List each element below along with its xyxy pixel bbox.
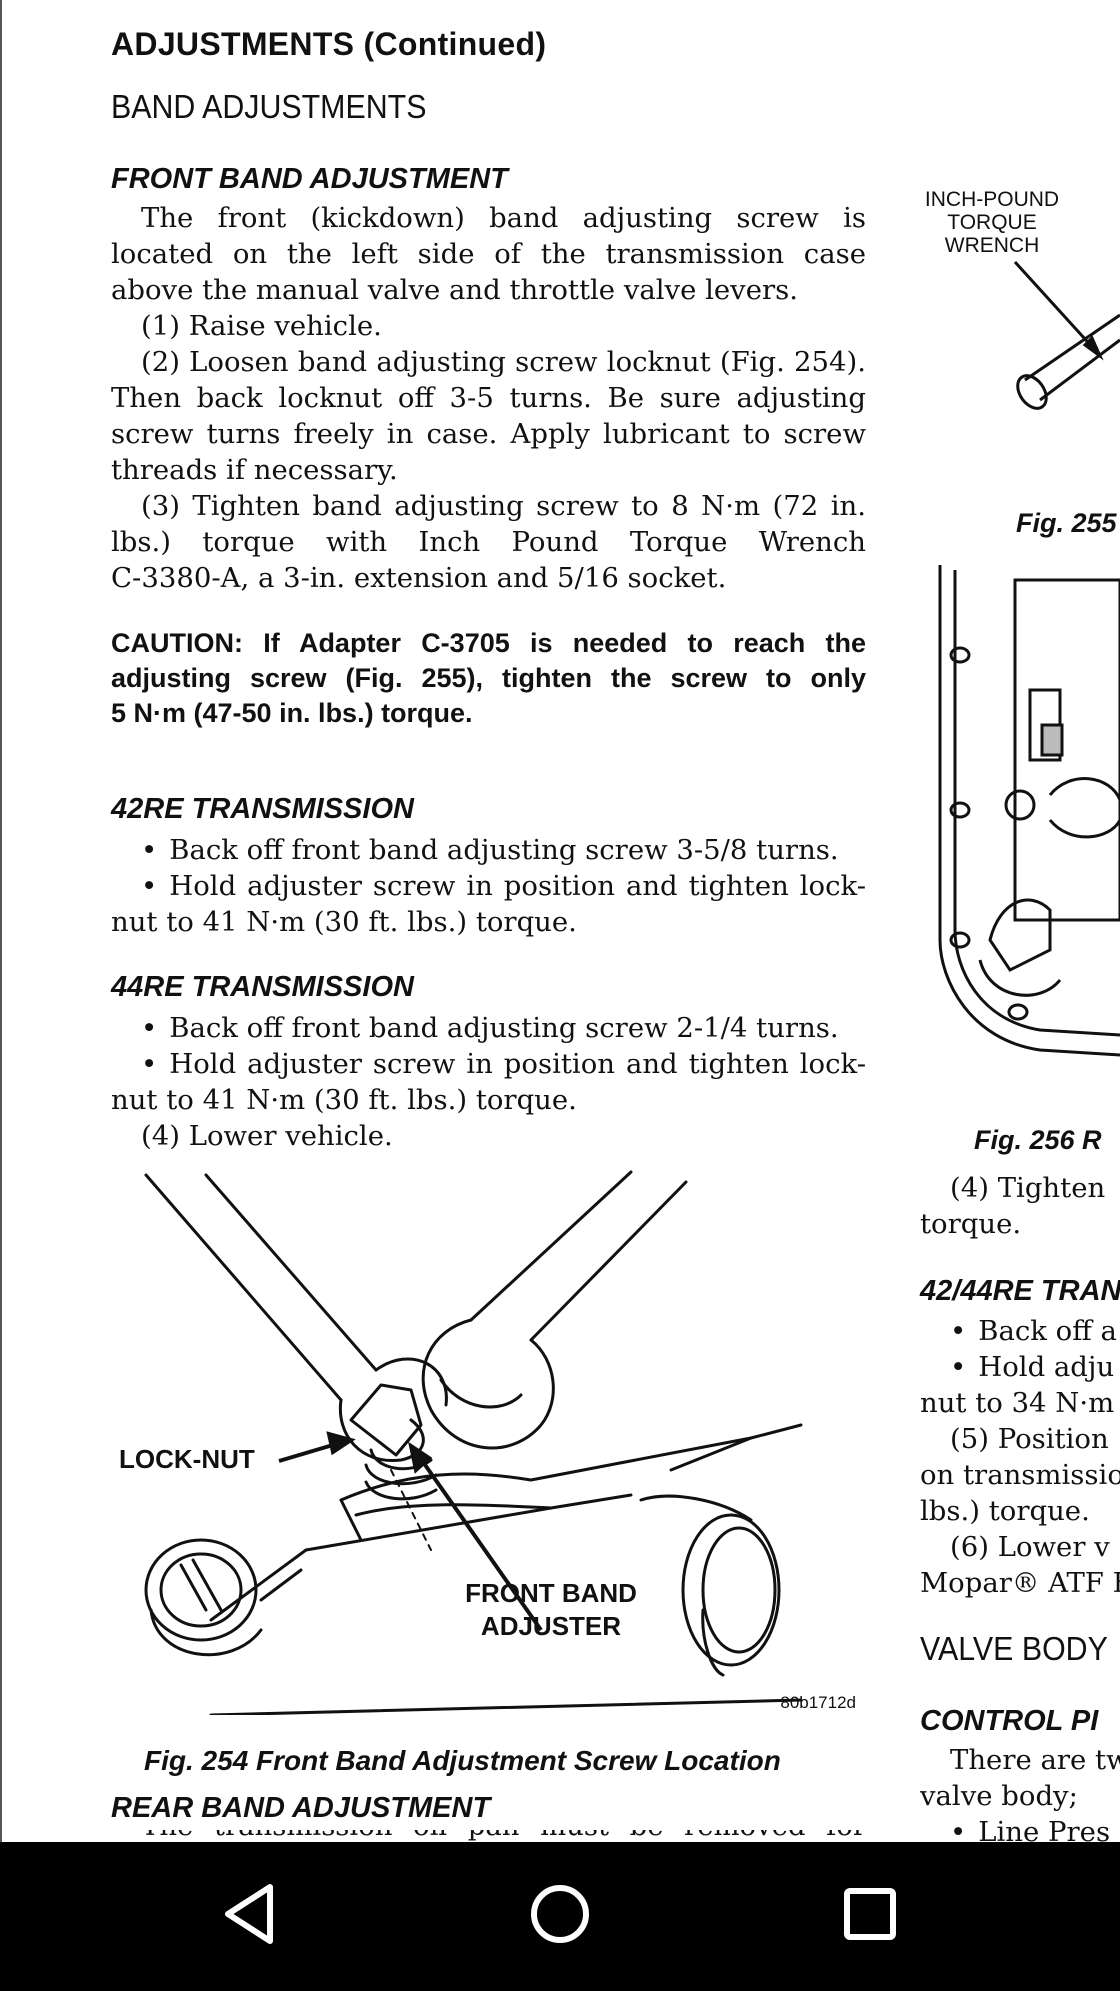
fig-254-caption: Fig. 254 Front Band Adjustment Screw Loc… <box>144 1745 781 1776</box>
list-item-continued: nut to 41 N·m (30 ft. lbs.) torque. <box>111 906 577 938</box>
recents-button[interactable] <box>810 1864 930 1964</box>
heading-42re: 42RE TRANSMISSION <box>111 793 414 825</box>
list-item: Hold adjuster screw in position and tigh… <box>111 868 866 904</box>
caution-note: CAUTION: If Adapter C-3705 is needed to … <box>111 626 866 731</box>
back-button[interactable] <box>190 1864 310 1964</box>
step-3-line: lbs.) torque with Inch Pound Torque Wren… <box>111 526 866 558</box>
caution-line: adjusting screw (Fig. 255), tighten the … <box>111 663 866 693</box>
rear-band-heading: REAR BAND ADJUSTMENT <box>111 1792 491 1824</box>
list-item: Hold adju <box>920 1349 1120 1385</box>
valve-body-illustration <box>938 565 1120 1057</box>
step-2-line: screw turns freely in case. Apply lubric… <box>111 418 866 450</box>
back-triangle-icon <box>225 1884 273 1944</box>
torque-wrench-illustration: INCH-POUND TORQUE WRENCH <box>925 188 1120 410</box>
list-item-continued: nut to 34 N·m <box>920 1387 1115 1419</box>
intro-line: The front (kickdown) band adjusting scre… <box>141 202 866 234</box>
front-band-intro: The front (kickdown) band adjusting scre… <box>111 200 866 308</box>
list-item: Hold adjuster screw in position and tigh… <box>111 1046 866 1082</box>
right-text-line: Mopar® ATF F <box>920 1567 1120 1599</box>
right-text-line: (6) Lower v <box>950 1531 1110 1563</box>
right-control-text: There are tw valve body; Line Pres <box>920 1742 1120 1842</box>
right-text-line: (5) Position <box>950 1423 1109 1455</box>
right-text-line: (4) Tighten <box>950 1172 1106 1204</box>
right-text-line: valve body; <box>920 1780 1078 1812</box>
right-text-line: torque. <box>920 1208 1022 1240</box>
front-band-heading: FRONT BAND ADJUSTMENT <box>111 163 508 195</box>
step-3-line: C-3380-A, a 3-in. extension and 5/16 soc… <box>111 562 727 594</box>
intro-line: located on the left side of the transmis… <box>111 238 866 270</box>
list-item: Line Pres <box>920 1814 1120 1842</box>
intro-line: above the manual valve and throttle valv… <box>111 274 798 306</box>
front-band-adjuster-illustration: LOCK-NUT FRONT BAND ADJUSTER 80b1712d <box>119 1170 856 1715</box>
caution-line: CAUTION: If Adapter C-3705 is needed to … <box>111 628 866 658</box>
right-text-line: lbs.) torque. <box>920 1495 1090 1527</box>
list-item: Back off front band adjusting screw 2-1/… <box>111 1010 866 1046</box>
front-band-adjuster-label: ADJUSTER <box>481 1611 621 1641</box>
step-2: (2) Loosen band adjusting screw locknut … <box>111 344 866 488</box>
recents-square-icon <box>844 1888 896 1940</box>
list-42re: Back off front band adjusting screw 3-5/… <box>111 832 866 940</box>
step-1-text: (1) Raise vehicle. <box>141 310 382 342</box>
wrench-label: INCH-POUND <box>925 188 1059 211</box>
page-title: ADJUSTMENTS (Continued) <box>111 26 547 62</box>
fig-255-caption: Fig. 255 <box>1016 508 1117 538</box>
page-edge-line <box>0 0 2 1842</box>
manual-page: ADJUSTMENTS (Continued) BAND ADJUSTMENTS… <box>0 0 1120 1842</box>
fig-256-caption: Fig. 256 R <box>974 1125 1102 1155</box>
front-band-adjuster-label: FRONT BAND <box>465 1578 637 1608</box>
heading-42-44re: 42/44RE TRAN <box>920 1275 1120 1307</box>
home-circle-icon <box>531 1885 589 1943</box>
step-1: (1) Raise vehicle. <box>111 308 866 344</box>
step-2-line: Then back locknut off 3-5 turns. Be sure… <box>111 382 866 414</box>
right-step-4: (4) Tighten torque. <box>920 1170 1120 1242</box>
figure-code: 80b1712d <box>780 1693 856 1712</box>
valve-body-heading: VALVE BODY <box>920 1630 1108 1667</box>
step-3-line: (3) Tighten band adjusting screw to 8 N·… <box>141 490 866 522</box>
right-text-line: There are tw <box>950 1744 1120 1776</box>
clipped-text-line: The transmission oil pan must be removed… <box>111 1830 866 1842</box>
right-list: Back off a Hold adju nut to 34 N·m (5) P… <box>920 1313 1120 1601</box>
heading-44re: 44RE TRANSMISSION <box>111 971 414 1003</box>
step-4-text: (4) Lower vehicle. <box>141 1120 393 1152</box>
locknut-label: LOCK-NUT <box>119 1444 255 1474</box>
caution-line: 5 N·m (47-50 in. lbs.) torque. <box>111 698 473 728</box>
list-44re: Back off front band adjusting screw 2-1/… <box>111 1010 866 1154</box>
navigation-bar <box>0 1842 1120 1991</box>
step-2-line: (2) Loosen band adjusting screw locknut … <box>141 346 866 378</box>
list-item-continued: nut to 41 N·m (30 ft. lbs.) torque. <box>111 1084 577 1116</box>
step-3: (3) Tighten band adjusting screw to 8 N·… <box>111 488 866 596</box>
list-item: Back off front band adjusting screw 3-5/… <box>111 832 866 868</box>
right-text-line: on transmissio <box>920 1459 1120 1491</box>
section-heading: BAND ADJUSTMENTS <box>111 88 427 125</box>
list-item: Back off a <box>920 1313 1120 1349</box>
wrench-label: WRENCH <box>945 234 1040 257</box>
step-2-line: threads if necessary. <box>111 454 398 486</box>
control-heading: CONTROL PI <box>920 1705 1099 1737</box>
wrench-label: TORQUE <box>947 211 1036 234</box>
home-button[interactable] <box>500 1864 620 1964</box>
